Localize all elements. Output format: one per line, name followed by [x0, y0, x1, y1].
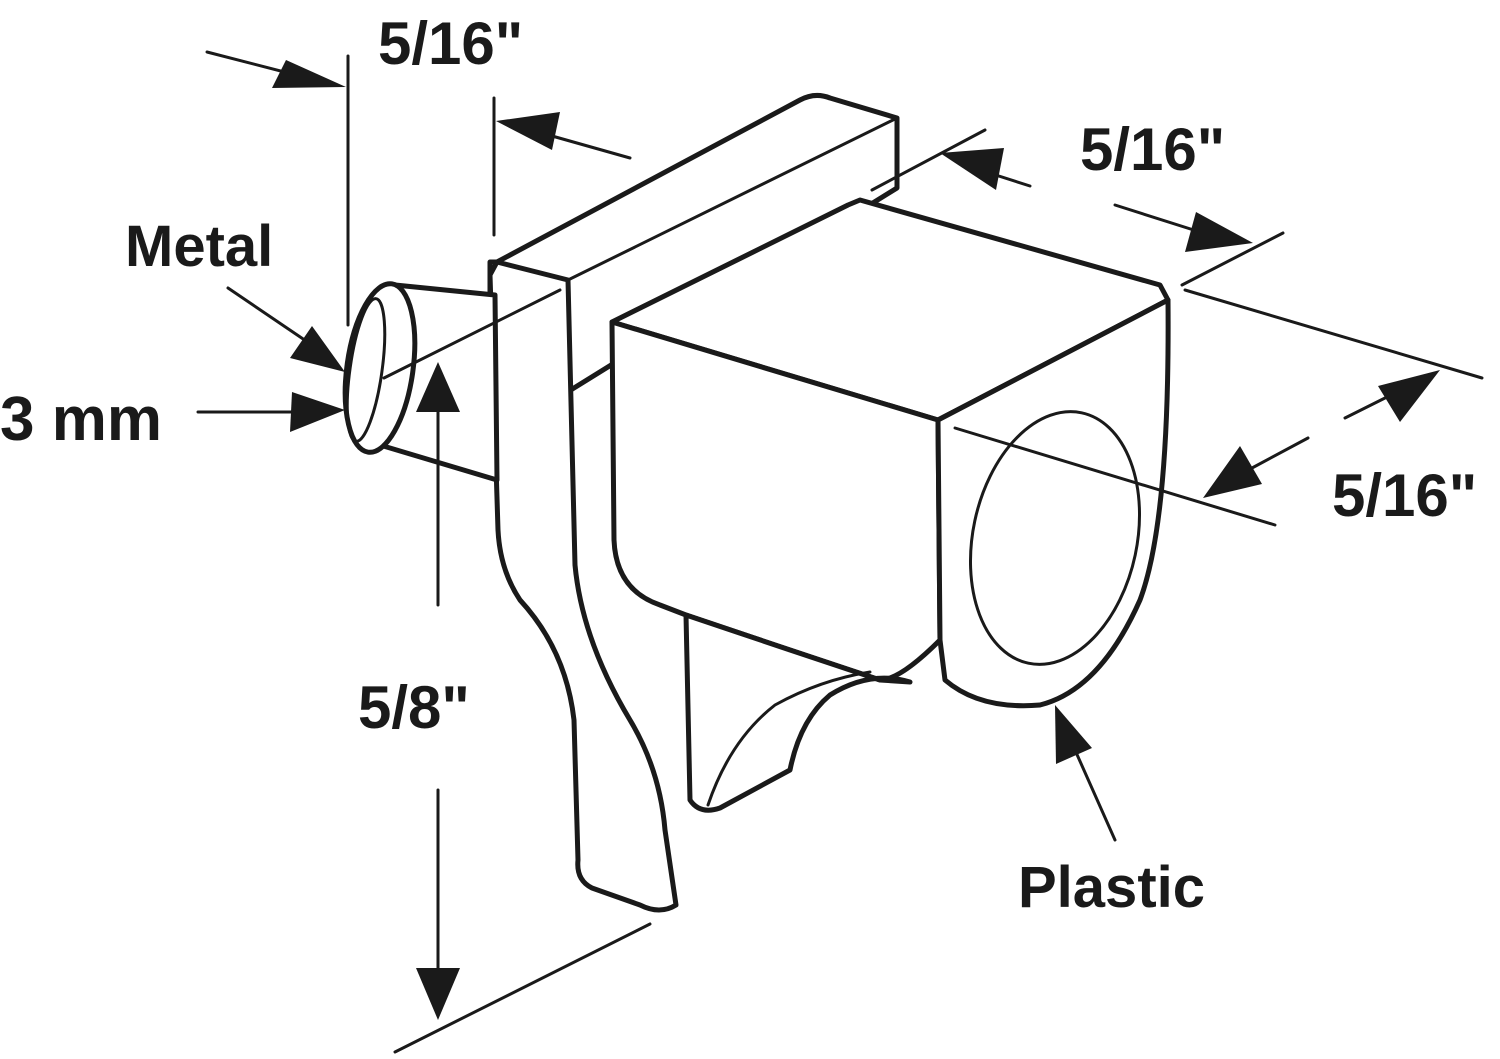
pin-dim-right-arrowhead — [496, 112, 560, 150]
plastic-leader-shaft — [1073, 748, 1117, 842]
label-body-width: 5/16" — [1080, 116, 1225, 183]
shelf-support-peg — [342, 92, 1171, 913]
metal-leader-arrowhead — [290, 326, 345, 372]
label-plastic: Plastic — [1018, 855, 1205, 920]
width-dim-right-shaft — [1113, 203, 1202, 234]
flange-top-edge — [566, 116, 899, 282]
depth-ext-line-top — [1183, 288, 1484, 380]
sleeve-hole — [968, 410, 1142, 666]
diagram-labels: 5/16" 5/16" Metal 3 mm 5/16" 5/8" Plasti… — [0, 10, 1477, 920]
label-metal: Metal — [125, 214, 273, 279]
sleeve-fin — [683, 612, 913, 813]
label-height: 5/8" — [358, 674, 470, 741]
height-ext-line-top — [382, 288, 562, 380]
label-pin-diameter: 3 mm — [0, 385, 162, 454]
pin-dim-right-shaft — [543, 132, 632, 160]
width-dim-right-arrowhead — [1185, 212, 1253, 252]
depth-dim-bottom-shaft — [1250, 436, 1310, 470]
height-ext-line-bottom — [393, 922, 652, 1054]
pin-head-inner — [345, 297, 387, 443]
metal-pin — [342, 281, 500, 483]
depth-ext-line-bottom — [953, 426, 1277, 527]
diameter-leader-arrowhead — [290, 392, 345, 432]
dimension-lines — [196, 50, 1484, 1054]
bracket-face — [487, 259, 679, 913]
sleeve-front-face — [935, 297, 1171, 709]
pin-dim-left-arrowhead — [272, 60, 346, 88]
label-body-depth: 5/16" — [1332, 462, 1477, 529]
plastic-sleeve — [609, 197, 1171, 813]
height-dim-top-arrowhead — [416, 362, 460, 412]
width-ext-line-right — [1180, 231, 1285, 287]
plastic-leader-arrowhead — [1055, 705, 1092, 764]
depth-dim-top-arrowhead — [1378, 370, 1440, 422]
width-dim-left-arrowhead — [940, 148, 1004, 190]
height-dim-bottom-arrowhead — [416, 968, 460, 1020]
label-pin-length: 5/16" — [378, 10, 523, 77]
metal-leader-shaft — [226, 286, 314, 347]
width-ext-line-left — [870, 128, 987, 192]
fin-curve — [706, 670, 872, 807]
pin-head — [342, 281, 418, 455]
depth-dim-bottom-arrowhead — [1203, 446, 1262, 498]
